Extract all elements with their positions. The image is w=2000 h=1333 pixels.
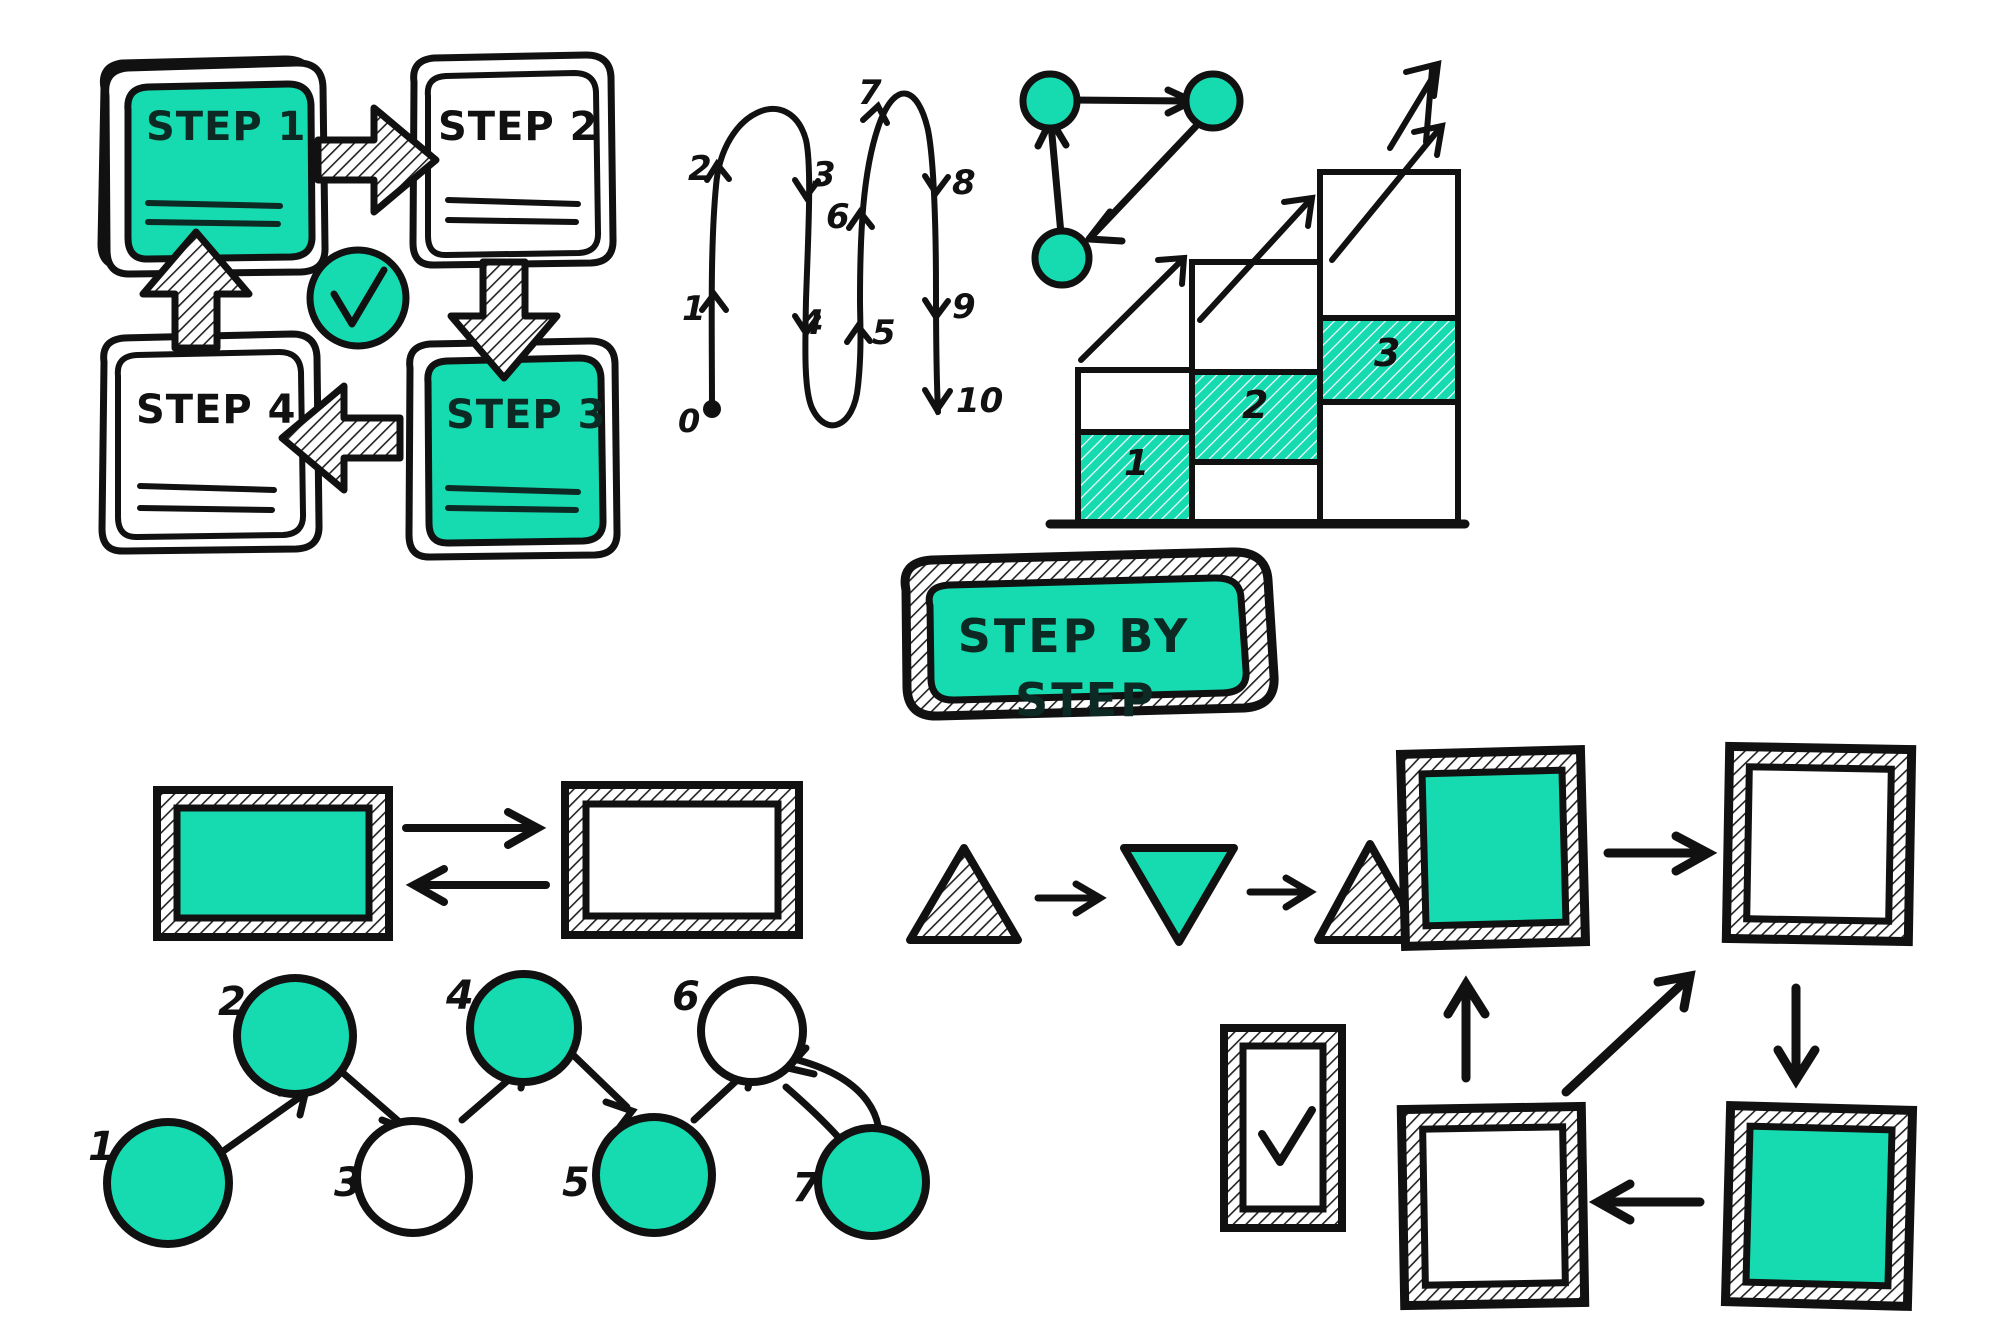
four-square-cycle bbox=[1395, 741, 1918, 1311]
serpentine-label-5: 5 bbox=[872, 313, 896, 353]
chain-label-4: 4 bbox=[445, 973, 474, 1019]
three-node-graph bbox=[1019, 70, 1244, 289]
chain-label-2: 2 bbox=[218, 979, 246, 1025]
cycle-arrow-up bbox=[1443, 975, 1490, 1083]
flow-arrow-left bbox=[278, 382, 404, 494]
check-icon bbox=[1258, 1106, 1316, 1166]
serpentine-label-1: 1 bbox=[682, 289, 706, 329]
serpentine-number-path: 1 2 3 4 5 6 7 8 9 10 0 bbox=[678, 73, 1003, 440]
serpentine-label-3: 3 bbox=[812, 155, 836, 195]
serpentine-label-7: 7 bbox=[858, 73, 882, 113]
flow-check-badge[interactable] bbox=[306, 246, 410, 350]
chain-node-2[interactable] bbox=[233, 974, 357, 1098]
flow-box-step-4-label: STEP 4 bbox=[136, 387, 297, 433]
chain-node-5[interactable] bbox=[592, 1113, 716, 1237]
chart-bar-1[interactable]: 1 bbox=[1075, 367, 1195, 525]
chain-node-4[interactable] bbox=[466, 970, 582, 1086]
banner-line-1: STEP BY bbox=[958, 609, 1191, 663]
triangle-down-accent[interactable] bbox=[1120, 844, 1238, 946]
flow-arrow-up bbox=[139, 228, 253, 352]
serpentine-label-6: 6 bbox=[826, 197, 850, 237]
triangle-arrow-2 bbox=[1246, 874, 1317, 911]
flowchart-four-step-cycle: STEP 1 STEP 2 STEP 3 STEP 4 bbox=[97, 51, 621, 561]
chain-label-1: 1 bbox=[88, 1124, 116, 1170]
chart-bar-1-label: 1 bbox=[1124, 443, 1149, 484]
exchange-box-right[interactable] bbox=[561, 781, 803, 939]
chart-bar-3-label: 3 bbox=[1374, 331, 1400, 375]
chart-bar-3[interactable]: 3 bbox=[1317, 169, 1461, 525]
flow-box-step-2[interactable]: STEP 2 bbox=[409, 51, 617, 269]
checklist-card[interactable] bbox=[1220, 1024, 1346, 1232]
serpentine-label-0: 0 bbox=[678, 402, 700, 440]
chain-label-7: 7 bbox=[792, 1165, 820, 1211]
cycle-square-top-right[interactable] bbox=[1721, 741, 1917, 947]
serpentine-label-8: 8 bbox=[952, 163, 976, 203]
chart-growth-arrows bbox=[1078, 67, 1446, 363]
chain-node-6[interactable] bbox=[697, 976, 807, 1086]
cycle-arrow-right bbox=[1603, 831, 1718, 876]
exchange-arrow-right bbox=[402, 808, 547, 849]
banner-line-2: STEP bbox=[1015, 673, 1157, 727]
growth-bar-chart: 1 2 3 bbox=[1045, 60, 1470, 529]
chain-node-1[interactable] bbox=[103, 1118, 233, 1248]
triangle-up-2[interactable] bbox=[1314, 840, 1428, 944]
serpentine-label-4: 4 bbox=[799, 303, 824, 343]
flow-arrow-right bbox=[314, 104, 440, 216]
chart-trend-arrow bbox=[1387, 60, 1442, 151]
flow-box-step-3-label: STEP 3 bbox=[446, 392, 607, 438]
chart-bar-2-label: 2 bbox=[1242, 383, 1268, 427]
chain-label-6: 6 bbox=[672, 974, 700, 1020]
triangle-up-1[interactable] bbox=[906, 844, 1022, 944]
triangle-arrow-1 bbox=[1034, 880, 1107, 917]
flow-box-step-2-label: STEP 2 bbox=[438, 104, 599, 150]
flow-box-step-1-label: STEP 1 bbox=[146, 104, 307, 150]
cycle-square-top-left[interactable] bbox=[1395, 745, 1591, 951]
serpentine-label-10: 10 bbox=[956, 381, 1003, 421]
flow-box-step-1[interactable]: STEP 1 bbox=[97, 55, 329, 278]
cycle-arrow-diagonal bbox=[1561, 970, 1696, 1097]
exchange-box-left[interactable] bbox=[153, 786, 393, 941]
chart-bar-2[interactable]: 2 bbox=[1189, 259, 1323, 525]
check-icon bbox=[330, 266, 388, 328]
flow-box-step-4[interactable]: STEP 4 bbox=[98, 330, 323, 555]
triangle-step-sequence bbox=[906, 840, 1428, 946]
flow-box-step-3[interactable]: STEP 3 bbox=[405, 337, 621, 561]
step-by-step-banner[interactable]: STEP BY STEP bbox=[900, 547, 1279, 727]
graph-node-2[interactable] bbox=[1182, 70, 1244, 132]
cycle-arrow-down bbox=[1773, 983, 1820, 1089]
chain-node-3[interactable] bbox=[353, 1117, 473, 1237]
cycle-square-bottom-left[interactable] bbox=[1396, 1101, 1590, 1311]
chain-label-5: 5 bbox=[562, 1160, 590, 1206]
chain-label-3: 3 bbox=[334, 1160, 362, 1206]
cycle-arrow-left bbox=[1588, 1179, 1705, 1225]
two-box-exchange bbox=[153, 781, 803, 941]
serpentine-label-2: 2 bbox=[688, 149, 712, 189]
cycle-square-bottom-right[interactable] bbox=[1720, 1101, 1918, 1311]
exchange-arrow-left bbox=[405, 865, 550, 906]
chain-node-7[interactable] bbox=[814, 1124, 930, 1240]
numbered-circle-chain: 1 2 3 4 5 6 7 bbox=[88, 970, 930, 1248]
graph-node-1[interactable] bbox=[1019, 70, 1081, 132]
serpentine-label-9: 9 bbox=[952, 287, 976, 327]
graph-node-3[interactable] bbox=[1031, 227, 1093, 289]
flow-arrow-down bbox=[447, 258, 561, 382]
